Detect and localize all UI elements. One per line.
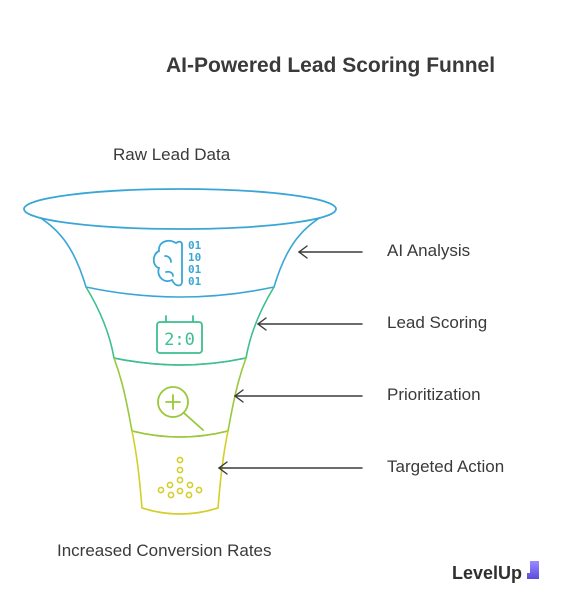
binary-text-4: 01 bbox=[188, 275, 202, 288]
diagram-title: AI-Powered Lead Scoring Funnel bbox=[166, 54, 496, 77]
stage-label-lead-scoring: Lead Scoring bbox=[387, 313, 488, 332]
funnel-divider-2 bbox=[113, 357, 247, 366]
stage-label-ai-analysis: AI Analysis bbox=[387, 241, 471, 260]
funnel-stage-prioritization bbox=[113, 357, 247, 438]
magnify-plus-icon bbox=[157, 386, 204, 431]
score-text: 2:0 bbox=[164, 330, 195, 350]
binary-text-1: 01 bbox=[188, 239, 202, 252]
scoreboard-icon bbox=[156, 315, 203, 354]
funnel-divider-3 bbox=[131, 430, 229, 438]
funnel-input-label: Raw Lead Data bbox=[113, 145, 231, 164]
arrow-targeted-action bbox=[217, 461, 363, 475]
stage-label-targeted-action: Targeted Action bbox=[387, 457, 505, 476]
brand-logo-icon bbox=[527, 561, 539, 579]
arrow-ai-analysis bbox=[297, 245, 363, 259]
funnel-bottom bbox=[141, 507, 219, 515]
funnel-rim bbox=[23, 188, 337, 230]
dots-arrow-down-icon bbox=[157, 456, 203, 499]
funnel-output-label: Increased Conversion Rates bbox=[57, 541, 272, 560]
brand-logo-text: LevelUp bbox=[452, 563, 523, 583]
binary-text-2: 10 bbox=[188, 251, 201, 264]
brain-binary-icon bbox=[152, 239, 183, 287]
stage-label-prioritization: Prioritization bbox=[387, 385, 481, 404]
arrow-prioritization bbox=[233, 389, 363, 403]
binary-text-3: 01 bbox=[188, 263, 202, 276]
arrow-lead-scoring bbox=[256, 317, 363, 331]
